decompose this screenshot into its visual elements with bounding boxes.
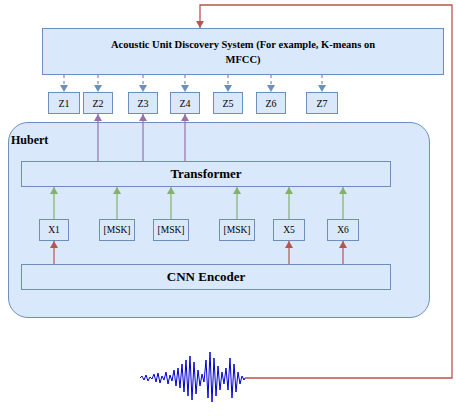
token-box: X6 <box>327 219 359 241</box>
flow-arrow <box>184 114 185 161</box>
node-label: [MSK] <box>224 225 251 235</box>
waveform-illustration <box>140 352 245 402</box>
process-box: CNN Encoder <box>21 264 391 290</box>
token-box: [MSK] <box>99 219 135 241</box>
node-label: Z6 <box>265 98 276 109</box>
unit-box: Z3 <box>128 92 158 114</box>
flow-arrow <box>288 187 289 219</box>
flow-arrow <box>342 187 343 219</box>
flow-arrow <box>142 114 143 161</box>
system-box: Acoustic Unit Discovery System (For exam… <box>42 28 444 75</box>
node-label: Z7 <box>316 98 327 109</box>
model-container: HubertTransformerX1 [MSK] [MSK] [MSK] X5 X6CN… <box>8 122 430 318</box>
node-label: X6 <box>337 225 349 235</box>
flow-arrow <box>170 187 171 219</box>
flow-arrow <box>97 114 98 161</box>
node-label: Z1 <box>58 98 69 109</box>
flow-arrow <box>116 187 117 219</box>
unit-box: Z4 <box>170 92 200 114</box>
unit-box: Z2 <box>83 92 113 114</box>
node-label: Acoustic Unit Discovery System (For exam… <box>43 37 443 67</box>
node-label: Z5 <box>222 98 233 109</box>
process-box: Transformer <box>21 161 391 187</box>
unit-box: Z1 <box>48 92 80 114</box>
node-label: Z2 <box>92 98 103 109</box>
flow-arrow <box>321 75 322 92</box>
flow-arrow <box>270 75 271 92</box>
flow-arrow <box>227 75 228 92</box>
token-box: [MSK] <box>153 219 189 241</box>
node-label: [MSK] <box>104 225 131 235</box>
unit-box: Z6 <box>256 92 286 114</box>
flow-arrow <box>288 241 289 264</box>
node-label: Transformer <box>170 166 241 182</box>
node-label: Hubert <box>11 133 48 148</box>
node-label: [MSK] <box>158 225 185 235</box>
flow-arrow <box>236 187 237 219</box>
flow-arrow <box>53 241 54 264</box>
flow-arrow <box>342 241 343 264</box>
node-label: Z3 <box>137 98 148 109</box>
node-label: Z4 <box>179 98 190 109</box>
token-box: X1 <box>39 219 69 241</box>
unit-box: Z5 <box>213 92 243 114</box>
flow-arrow <box>63 75 64 92</box>
unit-box: Z7 <box>306 92 338 114</box>
token-box: X5 <box>273 219 305 241</box>
token-box: [MSK] <box>219 219 255 241</box>
feedback-line <box>200 5 452 378</box>
flow-arrow <box>53 187 54 219</box>
node-label: CNN Encoder <box>167 269 245 285</box>
node-label: X5 <box>283 225 295 235</box>
flow-arrow <box>142 75 143 92</box>
node-label: X1 <box>48 225 60 235</box>
flow-arrow <box>184 75 185 92</box>
flow-arrow <box>97 75 98 92</box>
